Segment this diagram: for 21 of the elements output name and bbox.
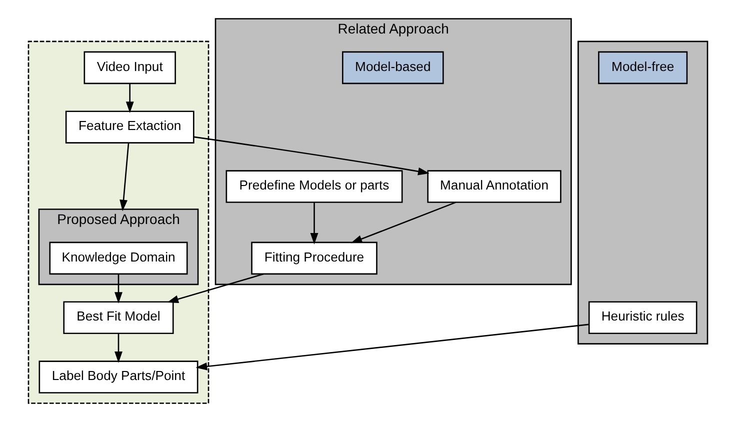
node-box: Model-free: [598, 51, 688, 84]
arrow: [195, 324, 589, 370]
arrow: [125, 84, 134, 113]
node-box: Feature Extaction: [64, 110, 194, 144]
node-box: Manual Annotation: [426, 170, 561, 203]
arrow: [310, 202, 318, 244]
node-box: Predefine Models or parts: [225, 170, 402, 203]
arrow: [119, 143, 129, 212]
node-box: Heuristic rules: [588, 301, 697, 334]
cluster: [577, 40, 708, 344]
arrow: [350, 202, 456, 244]
node-box: Knowledge Domain: [48, 242, 188, 275]
node-box: Best Fit Model: [62, 301, 174, 334]
arrow: [114, 334, 122, 363]
node-box: Model-based: [342, 51, 444, 84]
arrow: [193, 136, 429, 176]
arrow: [166, 273, 264, 304]
node-box: Label Body Parts/Point: [38, 360, 198, 394]
arrow: [114, 274, 122, 304]
node-box: Fitting Procedure: [250, 242, 377, 275]
node-box: Video Input: [83, 51, 176, 84]
